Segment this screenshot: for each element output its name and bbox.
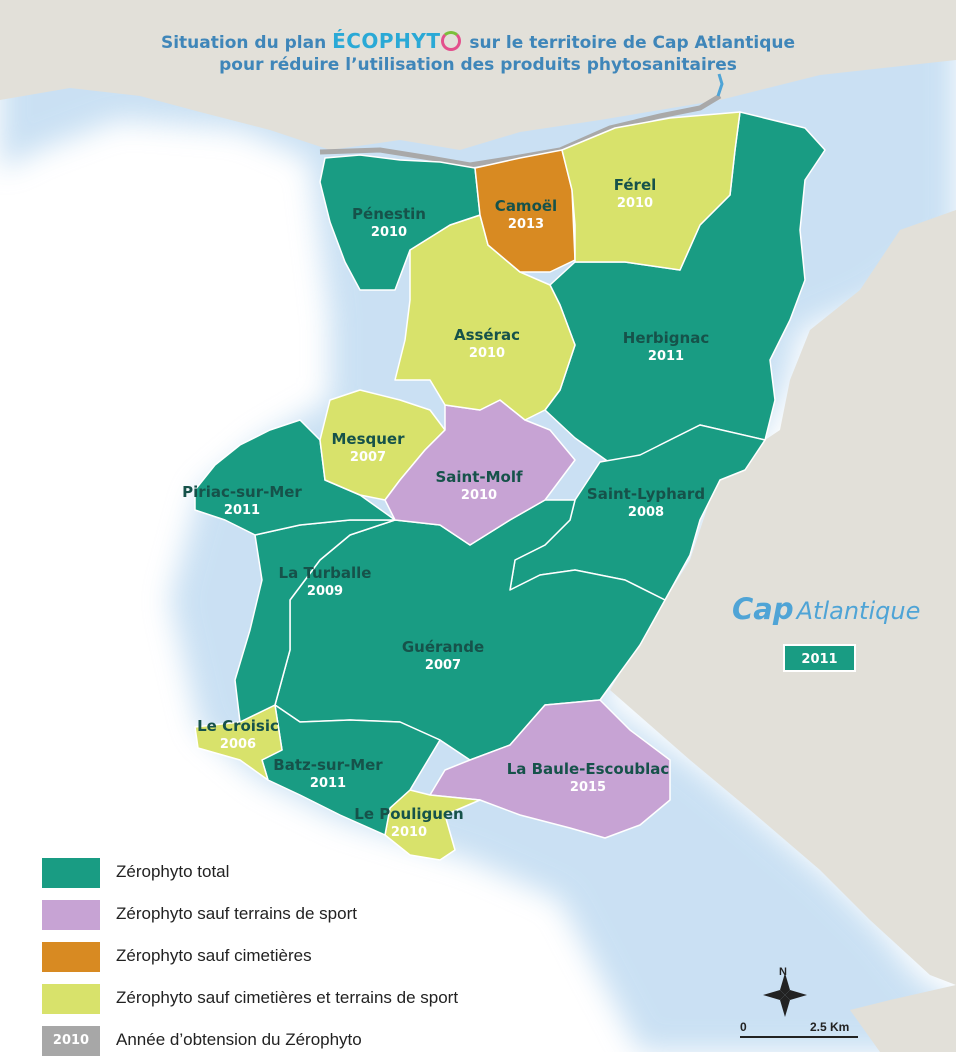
cap-atlantique-light: Atlantique <box>796 597 921 625</box>
commune-year: 2013 <box>507 217 545 232</box>
river-inlet <box>716 73 724 97</box>
commune-name: Assérac <box>453 326 521 344</box>
ecophyto-logo: ÉCOPHYT <box>332 29 463 53</box>
commune-year: 2015 <box>569 780 607 795</box>
commune-year: 2009 <box>306 584 344 599</box>
legend-year-swatch: 2010 <box>42 1026 100 1056</box>
legend-swatch <box>42 858 100 888</box>
label-asserac[interactable]: Assérac 2010 <box>454 326 520 363</box>
title-suffix: sur le territoire de Cap Atlantique <box>469 33 795 53</box>
legend-label: Zérophyto sauf cimetières <box>116 946 312 965</box>
commune-name: Camoël <box>494 197 558 215</box>
legend-label: Zérophyto total <box>116 862 230 881</box>
commune-name: Le Pouliguen <box>354 805 464 823</box>
label-camoel[interactable]: Camoël 2013 <box>495 197 557 234</box>
commune-name: Le Croisic <box>197 717 279 735</box>
commune-name: Guérande <box>401 638 485 656</box>
commune-name: La Turballe <box>278 564 372 582</box>
label-ferel[interactable]: Férel 2010 <box>614 176 657 213</box>
commune-year: 2006 <box>219 737 257 752</box>
land-north <box>0 0 956 150</box>
map-title: Situation du plan ÉCOPHYT sur le territo… <box>0 30 956 54</box>
label-le-pouliguen[interactable]: Le Pouliguen 2010 <box>354 805 463 842</box>
commune-year: 2007 <box>424 658 462 673</box>
commune-name: Pénestin <box>352 205 426 223</box>
north-label: N <box>779 966 787 978</box>
legend-swatch <box>42 942 100 972</box>
cap-atlantique-bold: Cap <box>732 592 794 626</box>
commune-name: La Baule-Escoublac <box>506 760 670 778</box>
land-east <box>610 210 956 985</box>
commune-year: 2010 <box>460 488 498 503</box>
label-saint-molf[interactable]: Saint-Molf 2010 <box>435 468 522 505</box>
label-piriac[interactable]: Piriac-sur-Mer 2011 <box>182 483 302 520</box>
commune-year: 2008 <box>627 505 665 520</box>
commune-name: Herbignac <box>622 329 710 347</box>
commune-year: 2011 <box>647 349 685 364</box>
land-east-edge <box>850 985 956 1052</box>
region-ferel[interactable] <box>561 111 741 271</box>
commune-name: Férel <box>613 176 657 194</box>
label-la-baule[interactable]: La Baule-Escoublac 2015 <box>507 760 670 797</box>
communes-layer <box>194 111 826 861</box>
ecophyto-mark-icon <box>441 31 462 51</box>
commune-name: Saint-Lyphard <box>586 485 706 503</box>
commune-year: 2010 <box>370 225 408 240</box>
label-la-turballe[interactable]: La Turballe 2009 <box>279 564 372 601</box>
scale-zero: 0 <box>740 1020 747 1034</box>
commune-year: 2007 <box>349 450 387 465</box>
label-le-croisic[interactable]: Le Croisic 2006 <box>197 717 279 754</box>
commune-name: Piriac-sur-Mer <box>182 483 302 501</box>
label-mesquer[interactable]: Mesquer 2007 <box>331 430 404 467</box>
legend-swatch <box>42 900 100 930</box>
legend-swatch <box>42 984 100 1014</box>
label-penestin[interactable]: Pénestin 2010 <box>352 205 426 242</box>
label-batz[interactable]: Batz-sur-Mer 2011 <box>273 756 382 793</box>
scale-bar: N 0 2.5 Km <box>738 966 868 1048</box>
scale-line <box>740 1036 858 1038</box>
commune-year: 2010 <box>390 825 428 840</box>
legend-label: Zérophyto sauf cimetières et terrains de… <box>116 988 459 1007</box>
cap-atlantique-year: 2011 <box>783 644 856 672</box>
commune-name: Mesquer <box>331 430 405 448</box>
scale-distance: 2.5 Km <box>810 1020 850 1034</box>
region-penestin[interactable] <box>319 154 481 291</box>
region-camoel[interactable] <box>474 149 576 273</box>
commune-year: 2011 <box>309 776 347 791</box>
region-la-baule[interactable] <box>429 699 671 839</box>
commune-year: 2010 <box>616 196 654 211</box>
commune-name: Saint-Molf <box>435 468 523 486</box>
map-subtitle: pour réduire l’utilisation des produits … <box>219 55 737 75</box>
commune-name: Batz-sur-Mer <box>273 756 383 774</box>
ecophyto-brand: ÉCOPHYT <box>332 29 441 53</box>
label-guerande[interactable]: Guérande 2007 <box>402 638 484 675</box>
commune-year: 2010 <box>468 346 506 361</box>
compass <box>763 973 807 1017</box>
label-herbignac[interactable]: Herbignac 2011 <box>623 329 709 366</box>
legend-label: Zérophyto sauf terrains de sport <box>116 904 357 923</box>
legend-label: Année d’obtension du Zérophyto <box>116 1030 362 1049</box>
title-prefix: Situation du plan <box>160 33 327 53</box>
label-saint-lyphard[interactable]: Saint-Lyphard 2008 <box>587 485 705 522</box>
commune-year: 2011 <box>223 503 261 518</box>
